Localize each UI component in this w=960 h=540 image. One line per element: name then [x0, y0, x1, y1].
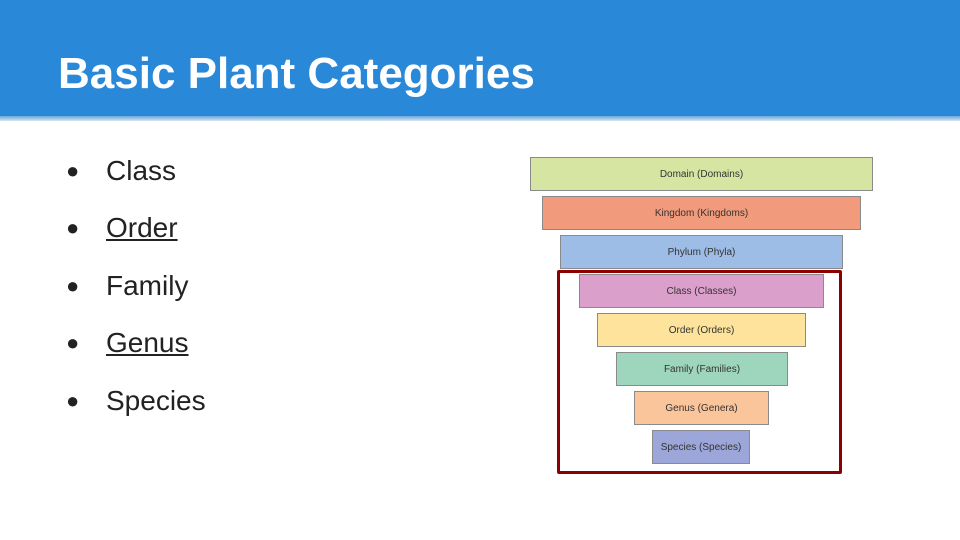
bullet-label: Family: [106, 269, 189, 301]
bullet-label: Class: [106, 154, 177, 186]
bullet-dot-icon: ●: [66, 157, 80, 183]
bullet-dot-icon: ●: [66, 272, 80, 298]
level-genus: Genus (Genera): [634, 391, 769, 425]
level-phylum: Phylum (Phyla): [560, 235, 843, 269]
level-kingdom: Kingdom (Kingdoms): [542, 196, 861, 230]
bullet-item-family: ● Family: [66, 257, 206, 315]
bullet-label: Species: [106, 384, 206, 416]
bullet-list: ● Class ● Order ● Family ● Genus ● Speci…: [66, 142, 206, 430]
order-link[interactable]: Order: [106, 212, 178, 244]
slide-title: Basic Plant Categories: [58, 49, 535, 98]
level-order: Order (Orders): [597, 313, 806, 347]
bullet-item-order[interactable]: ● Order: [66, 200, 206, 258]
level-class: Class (Classes): [579, 274, 824, 308]
highlight-box: [557, 270, 842, 474]
bullet-dot-icon: ●: [66, 330, 80, 356]
bullet-item-species: ● Species: [66, 372, 206, 430]
bullet-dot-icon: ●: [66, 215, 80, 241]
level-family: Family (Families): [616, 352, 788, 386]
title-bar: [0, 0, 960, 116]
level-species: Species (Species): [652, 430, 750, 464]
bullet-item-genus[interactable]: ● Genus: [66, 315, 206, 373]
level-domain: Domain (Domains): [530, 157, 873, 191]
genus-link[interactable]: Genus: [106, 327, 189, 359]
title-bar-shadow: [0, 116, 960, 121]
bullet-item-class: ● Class: [66, 142, 206, 200]
bullet-dot-icon: ●: [66, 387, 80, 413]
